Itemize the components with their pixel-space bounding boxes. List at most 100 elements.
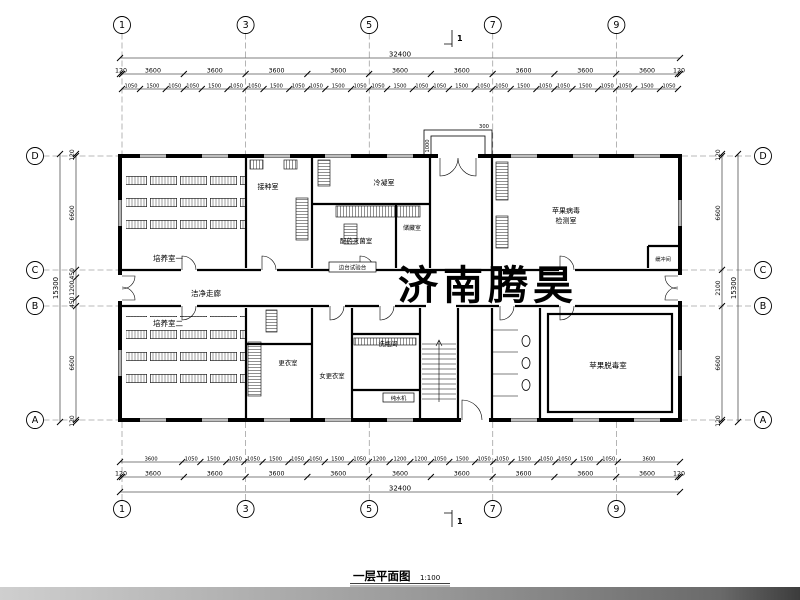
svg-text:1050: 1050 — [309, 457, 322, 463]
svg-text:3600: 3600 — [268, 68, 284, 75]
svg-text:1050: 1050 — [185, 457, 198, 463]
equipment — [247, 159, 509, 397]
svg-text:1050: 1050 — [310, 84, 323, 90]
svg-text:1050: 1050 — [168, 84, 181, 90]
room-label-inoculation: 接种室 — [258, 182, 279, 191]
svg-text:3600: 3600 — [268, 471, 284, 478]
svg-text:1050: 1050 — [433, 84, 446, 90]
svg-text:1050: 1050 — [477, 84, 490, 90]
svg-text:3600: 3600 — [642, 457, 655, 463]
svg-text:B: B — [32, 301, 39, 312]
section-mark-top-label: 1 — [457, 34, 463, 43]
svg-text:1500: 1500 — [332, 84, 345, 90]
svg-text:9: 9 — [613, 20, 619, 31]
svg-text:1500: 1500 — [517, 84, 530, 90]
svg-text:A: A — [32, 415, 39, 426]
svg-text:1500: 1500 — [579, 84, 592, 90]
svg-text:C: C — [760, 265, 767, 276]
dim-bottom-overall: 32400 — [116, 485, 684, 496]
dim-top-sub: 1050 1500 1050 1050 1500 1050 1050 1500 1050 1050… — [118, 84, 682, 93]
svg-text:D: D — [759, 151, 766, 162]
bench-label: 边台试验台 — [339, 264, 367, 272]
svg-text:1050: 1050 — [247, 457, 260, 463]
svg-text:1200: 1200 — [373, 457, 386, 463]
svg-text:1050: 1050 — [540, 457, 553, 463]
room-label-condensing: 冷凝室 — [374, 178, 395, 187]
svg-text:3600: 3600 — [207, 68, 223, 75]
dim-top-overall: 32400 — [116, 51, 684, 62]
bench-washroom — [353, 337, 417, 346]
section-mark-top: 1 — [444, 30, 463, 47]
stairs — [422, 339, 456, 402]
room-label-detox: 苹果脱毒室 — [589, 360, 627, 370]
svg-text:7: 7 — [490, 504, 496, 515]
svg-text:3600: 3600 — [577, 471, 593, 478]
room-labels: 培养室一 接种室 冷凝室 配药灭菌室 储藏室 苹果病毒 检测室 缓冲间 洁净走廊… — [153, 178, 671, 380]
room-label-cultivation-2: 培养室二 — [153, 318, 183, 328]
svg-text:450: 450 — [69, 296, 76, 308]
svg-text:1050: 1050 — [602, 457, 615, 463]
locker-column — [247, 341, 262, 397]
svg-text:1050: 1050 — [495, 84, 508, 90]
svg-text:120: 120 — [115, 471, 127, 478]
section-mark-bottom: 1 — [444, 510, 463, 527]
room-label-sterilization: 配药灭菌室 — [340, 236, 373, 245]
room-label-women-changing: 女更衣室 — [319, 371, 344, 380]
svg-text:3600: 3600 — [577, 68, 593, 75]
svg-text:3600: 3600 — [330, 471, 346, 478]
porch-depth-dim: 1000 — [425, 139, 431, 152]
toilet-stall-walls — [492, 329, 518, 397]
toilet-fixture-2 — [521, 357, 531, 369]
dim-right-overall: 15300 — [730, 150, 742, 426]
bench-inoculation — [295, 197, 309, 241]
svg-text:1050: 1050 — [496, 457, 509, 463]
toilet-fixture-3 — [521, 379, 531, 391]
caption-scale: 1:100 — [420, 574, 440, 582]
svg-text:1050: 1050 — [557, 84, 570, 90]
bench-lab-2 — [495, 215, 509, 249]
svg-text:3600: 3600 — [207, 471, 223, 478]
room-label-virus-lab-line2: 检测室 — [556, 216, 577, 225]
svg-text:3600: 3600 — [392, 68, 408, 75]
svg-text:120: 120 — [673, 68, 685, 75]
svg-text:1050: 1050 — [619, 84, 632, 90]
svg-text:6600: 6600 — [69, 355, 76, 370]
svg-text:7: 7 — [490, 20, 496, 31]
shelving — [126, 164, 245, 392]
svg-text:3600: 3600 — [145, 471, 161, 478]
svg-text:1050: 1050 — [186, 84, 199, 90]
svg-text:5: 5 — [366, 504, 372, 515]
svg-text:3600: 3600 — [330, 68, 346, 75]
svg-text:1050: 1050 — [434, 457, 447, 463]
toilet-fixture-1 — [521, 335, 531, 347]
svg-text:120: 120 — [115, 68, 127, 75]
caption-title: 一层平面图 — [353, 569, 411, 583]
svg-text:1500: 1500 — [270, 84, 283, 90]
svg-text:3600: 3600 — [454, 68, 470, 75]
svg-text:9: 9 — [613, 504, 619, 515]
svg-text:1500: 1500 — [146, 84, 159, 90]
svg-text:3600: 3600 — [639, 471, 655, 478]
svg-text:1050: 1050 — [372, 84, 385, 90]
svg-text:1050: 1050 — [539, 84, 552, 90]
svg-text:1050: 1050 — [229, 457, 242, 463]
shelf-rack-room1 — [126, 164, 245, 240]
svg-text:3: 3 — [243, 504, 249, 515]
svg-text:32400: 32400 — [389, 485, 411, 493]
room-label-cultivation-1: 培养室一 — [153, 253, 183, 263]
svg-text:120: 120 — [69, 149, 76, 161]
svg-text:1050: 1050 — [415, 84, 428, 90]
svg-text:A: A — [760, 415, 767, 426]
svg-text:1: 1 — [119, 20, 125, 31]
bench-small-2 — [283, 159, 298, 170]
svg-text:6600: 6600 — [715, 205, 722, 220]
porch-step-dim: 300 — [479, 124, 489, 130]
svg-text:6600: 6600 — [715, 355, 722, 370]
svg-text:1050: 1050 — [291, 457, 304, 463]
svg-text:15300: 15300 — [52, 277, 60, 299]
